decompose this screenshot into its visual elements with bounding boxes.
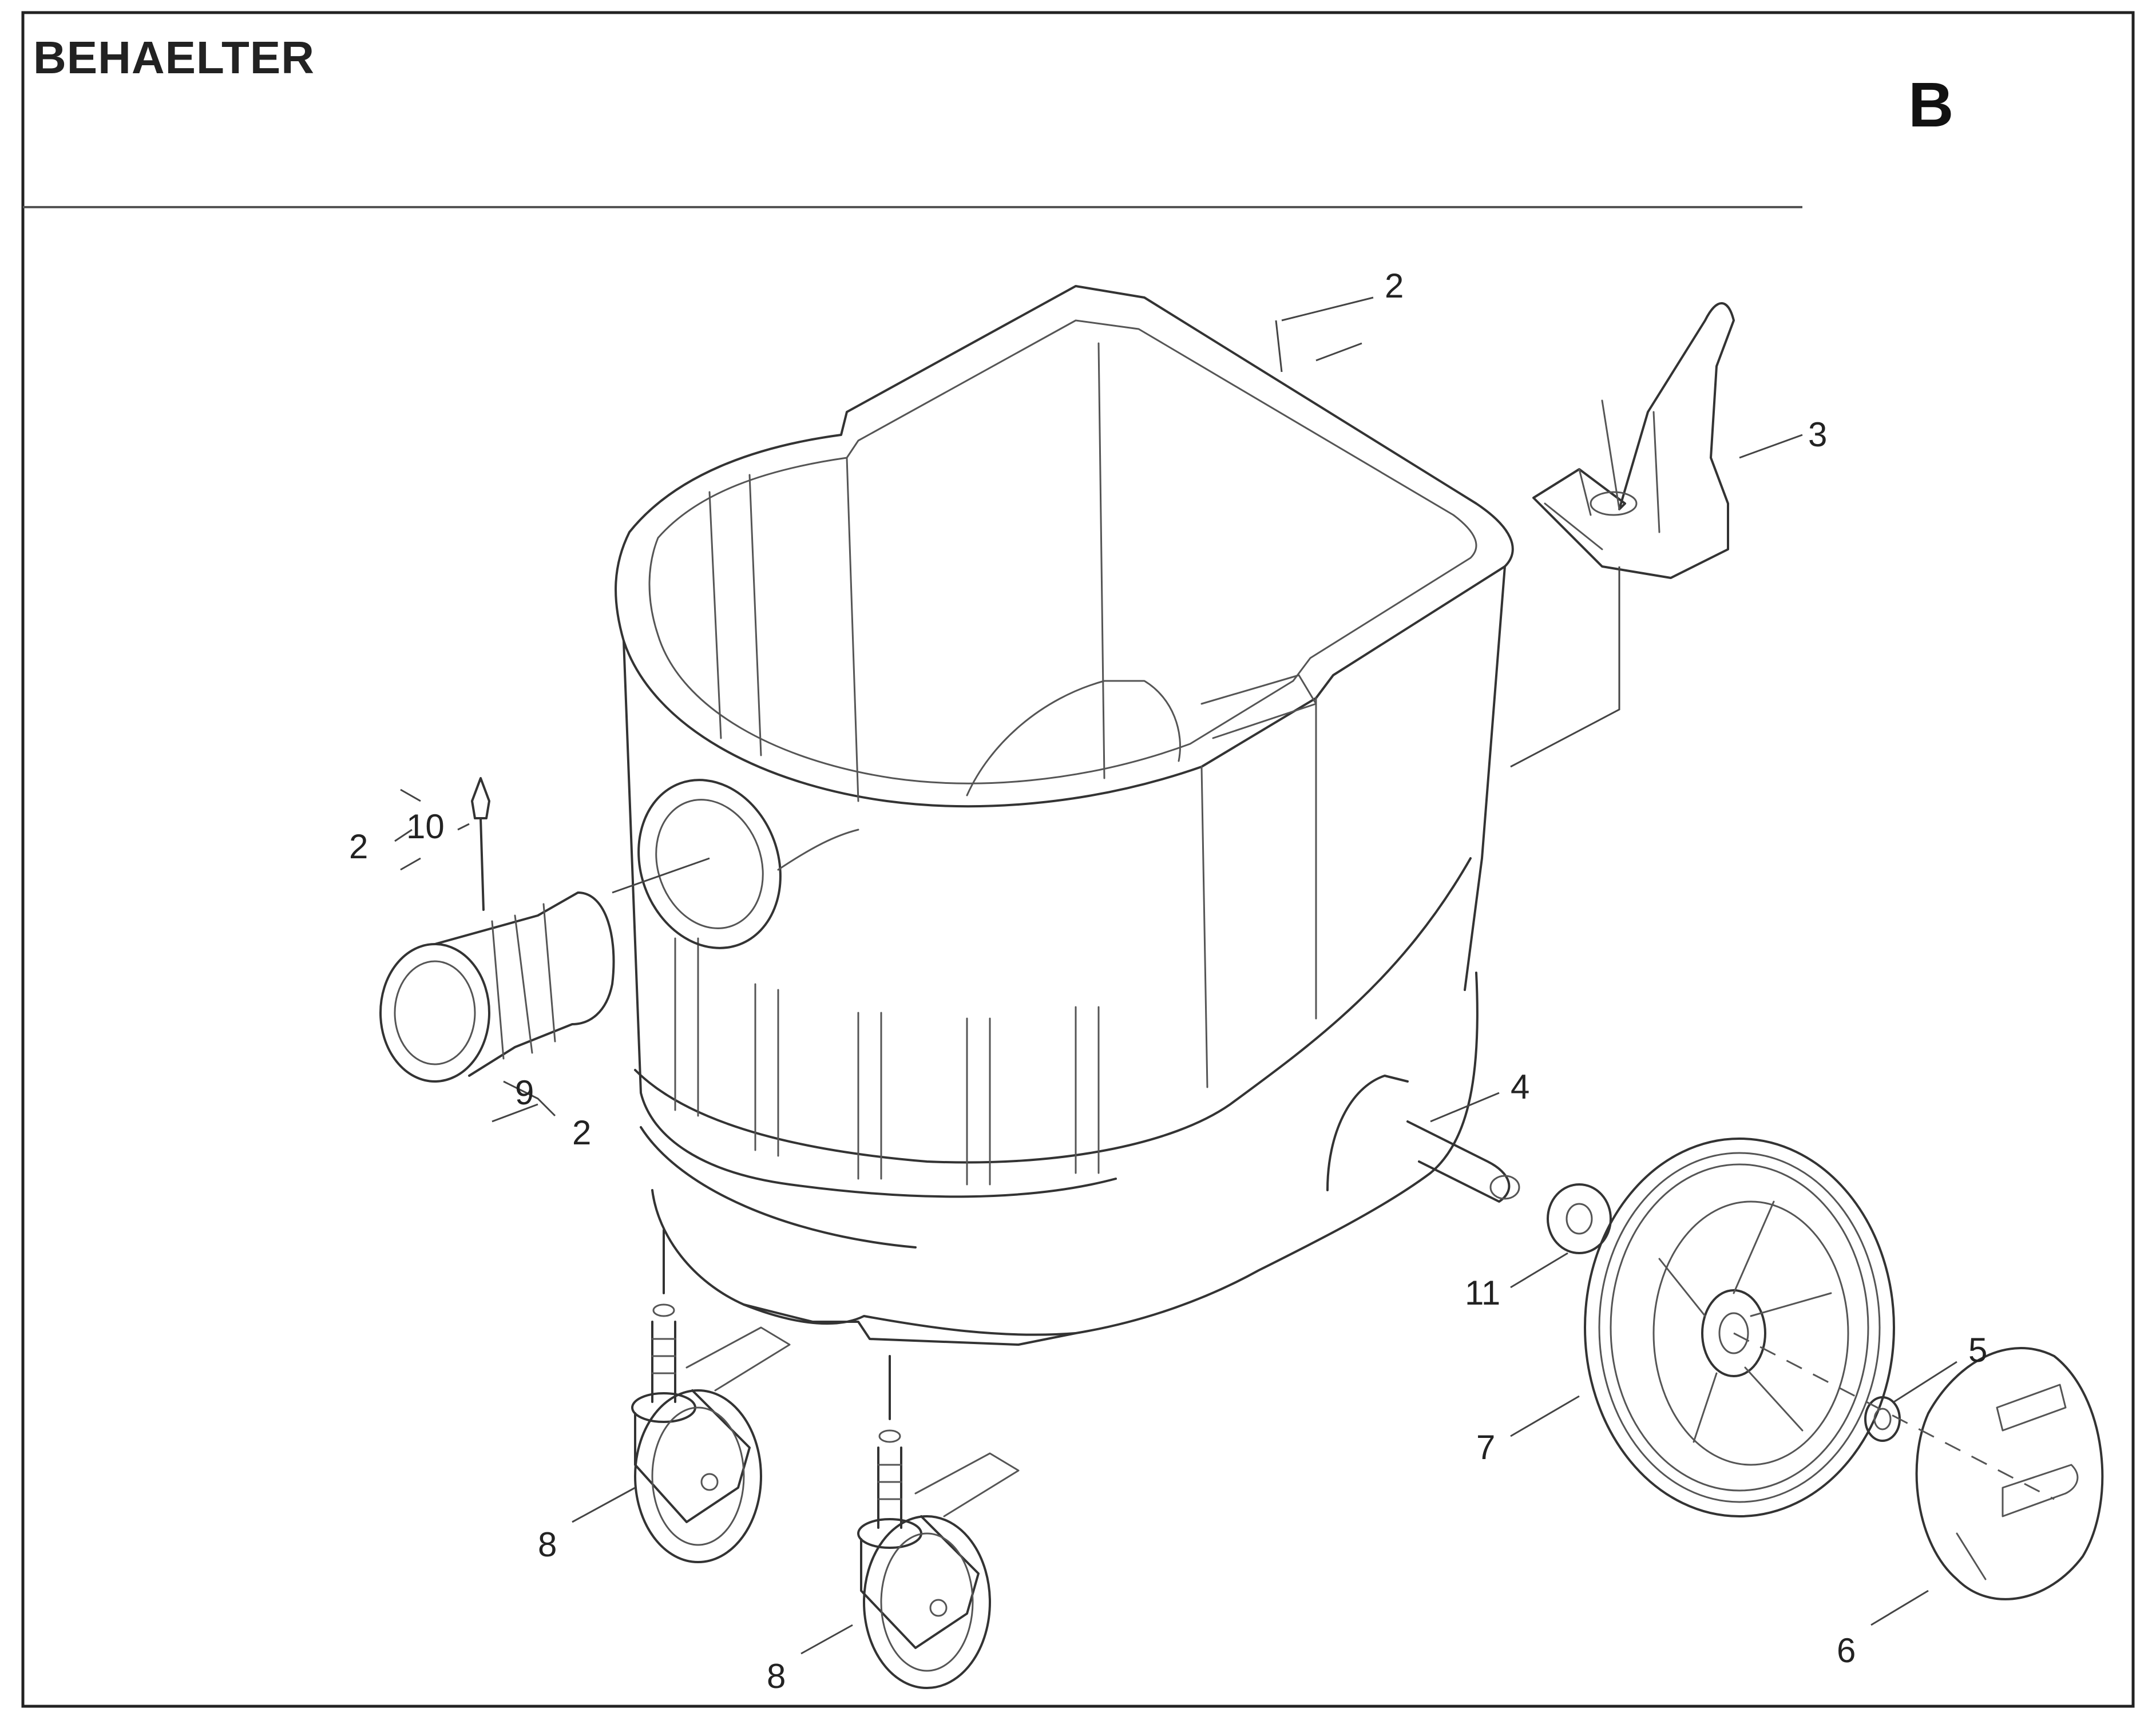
part-8-caster-right bbox=[857, 1355, 1020, 1689]
part-10-plug bbox=[471, 777, 490, 911]
callout-9: 9 bbox=[515, 1073, 534, 1112]
callout-8-right: 8 bbox=[767, 1657, 786, 1695]
page-title: BEHAELTER bbox=[33, 32, 315, 83]
page-frame bbox=[21, 11, 2135, 1708]
callout-2-bottom: 2 bbox=[572, 1113, 591, 1152]
part-3-bracket bbox=[1532, 302, 1735, 579]
callout-10: 10 bbox=[406, 807, 445, 846]
part-11-washer bbox=[1547, 1183, 1612, 1254]
part-7-wheel bbox=[1584, 1138, 1895, 1517]
callout-3: 3 bbox=[1808, 415, 1827, 454]
leader-lines bbox=[394, 296, 2055, 1655]
part-4-axle bbox=[1406, 1120, 1520, 1203]
callout-labels: 2 3 2 10 9 2 4 11 5 7 6 8 8 bbox=[349, 267, 1987, 1695]
callout-8-left: 8 bbox=[538, 1525, 557, 1564]
callout-11: 11 bbox=[1465, 1274, 1500, 1312]
section-letter: B bbox=[1908, 70, 1954, 140]
container-tank bbox=[615, 285, 1514, 1346]
callout-2-left: 2 bbox=[349, 827, 368, 866]
part-6-hub-cap bbox=[1915, 1347, 2104, 1600]
callout-6: 6 bbox=[1837, 1631, 1856, 1670]
callout-4: 4 bbox=[1511, 1068, 1529, 1106]
part-8-caster-left bbox=[631, 1229, 791, 1563]
callout-5: 5 bbox=[1968, 1331, 1987, 1369]
callout-7: 7 bbox=[1476, 1428, 1495, 1467]
callout-2-top: 2 bbox=[1385, 267, 1404, 305]
part-9-inlet-fitting bbox=[379, 891, 615, 1083]
